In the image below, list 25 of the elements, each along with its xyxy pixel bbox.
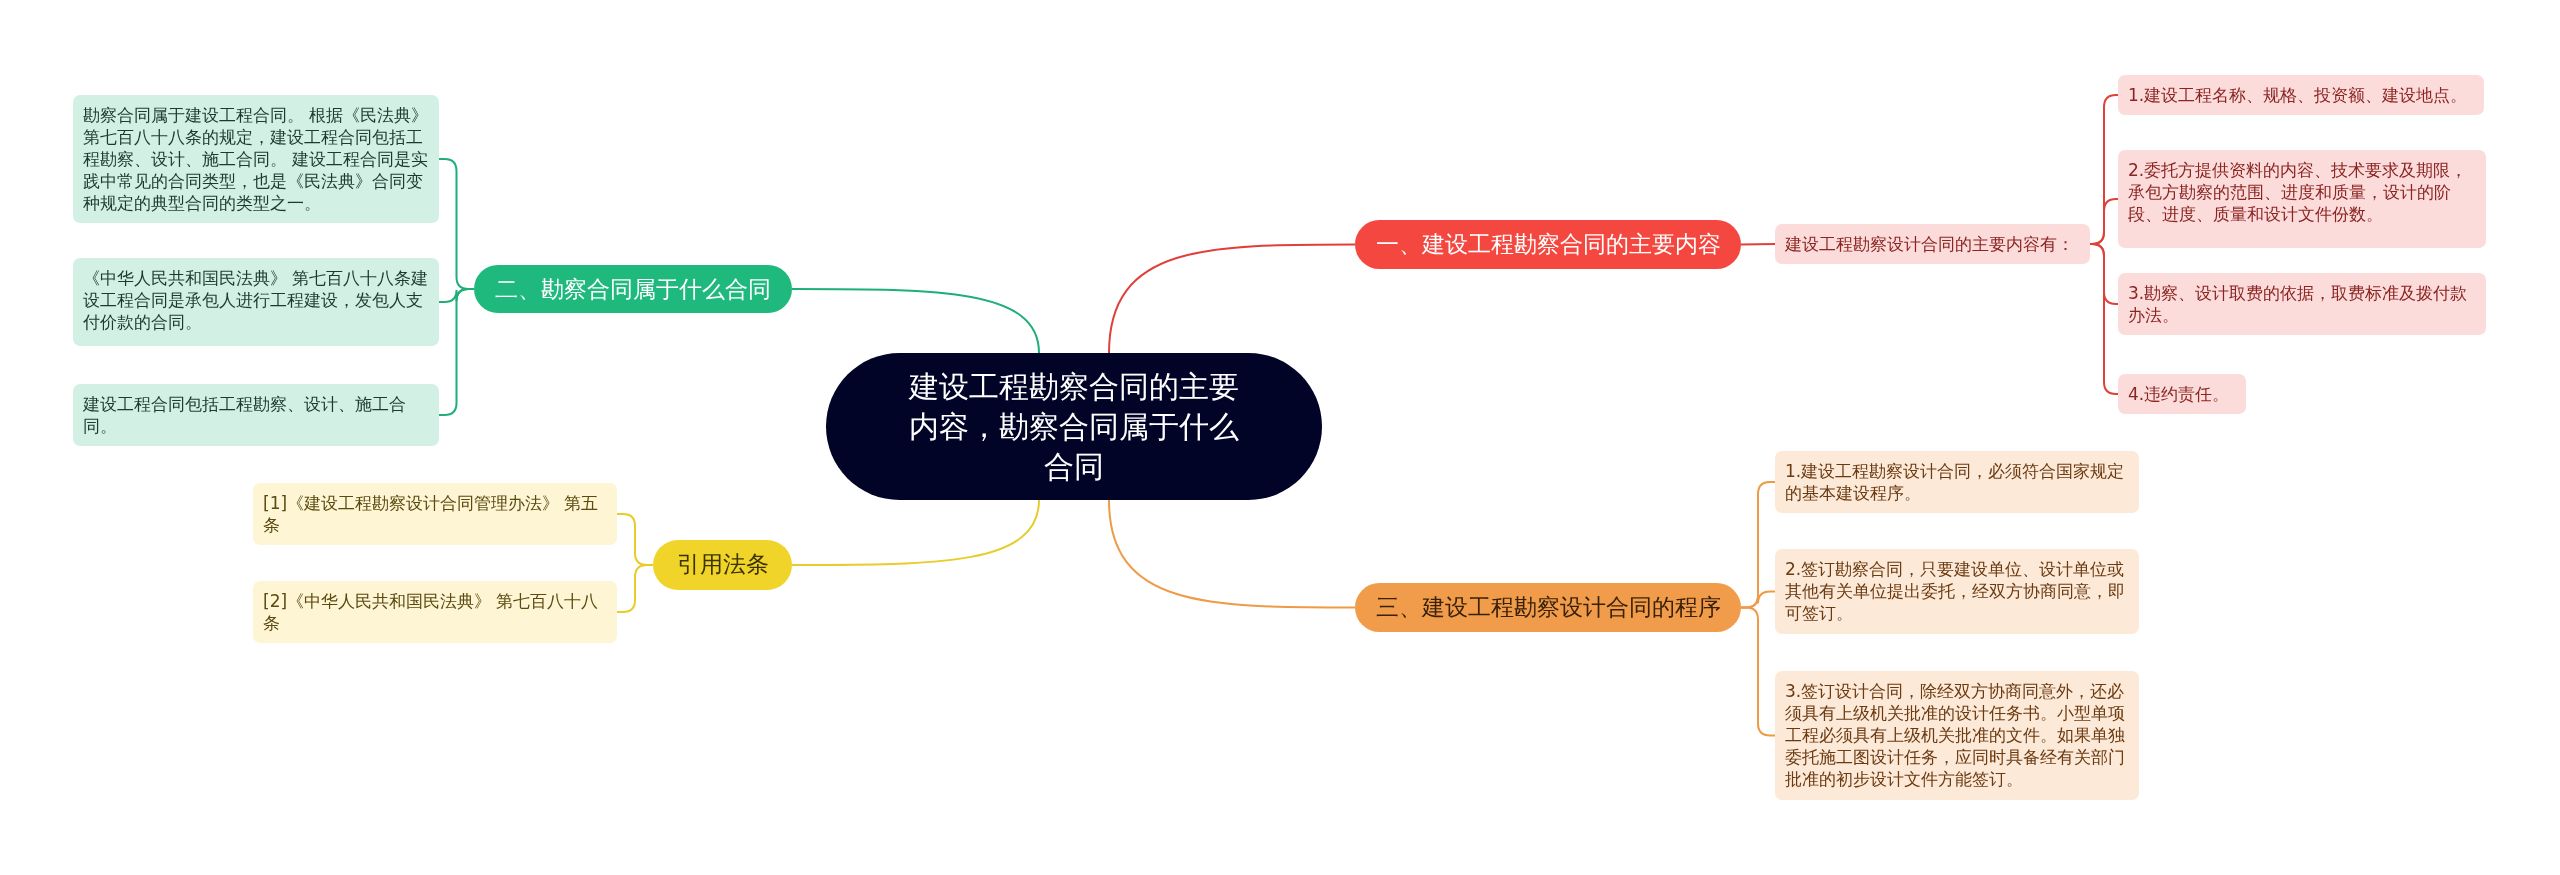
leaf-topic: 建设工程合同包括工程勘察、设计、施工合同。	[73, 384, 439, 446]
connector-line	[1740, 243, 1776, 246]
connector-line	[2089, 243, 2119, 395]
sub-topic: 建设工程勘察设计合同的主要内容有：	[1775, 224, 2090, 264]
leaf-topic: 《中华人民共和国民法典》 第七百八十八条建设工程合同是承包人进行工程建设，发包人支付价款的合同。	[73, 258, 439, 346]
branch-topic: 二、勘察合同属于什么合同	[474, 265, 792, 313]
connector-line	[791, 499, 1040, 566]
leaf-topic: 2.签订勘察合同，只要建设单位、设计单位或其他有关单位提出委托，经双方协商同意，即可签订。	[1775, 549, 2139, 634]
connector-line	[1108, 499, 1356, 609]
leaf-topic: 1.建设工程勘察设计合同，必须符合国家规定的基本建设程序。	[1775, 451, 2139, 513]
connector-line	[616, 564, 654, 613]
connector-line	[1108, 243, 1356, 354]
branch-topic: 一、建设工程勘察合同的主要内容	[1355, 220, 1741, 269]
branch-topic: 引用法条	[653, 540, 792, 590]
leaf-topic: [2]《中华人民共和国民法典》 第七百八十八条	[253, 581, 617, 643]
leaf-topic: [1]《建设工程勘察设计合同管理办法》 第五条	[253, 483, 617, 545]
branch-topic: 三、建设工程勘察设计合同的程序	[1355, 583, 1741, 632]
leaf-topic: 1.建设工程名称、规格、投资额、建设地点。	[2118, 75, 2484, 115]
leaf-topic: 3.勘察、设计取费的依据，取费标准及拨付款办法。	[2118, 273, 2486, 335]
leaf-topic: 3.签订设计合同，除经双方协商同意外，还必须具有上级机关批准的设计任务书。小型单项工程必须具有上级机关批准的文件。如果单独委托施工图设计任务，应同时具备经有关部门批准的初步设计文件方能签订。	[1775, 671, 2139, 800]
leaf-topic: 勘察合同属于建设工程合同。 根据《民法典》第七百八十八条的规定，建设工程合同包括工程勘察、设计、施工合同。 建设工程合同是实践中常见的合同类型，也是《民法典》合同变种规定的典型合同的类型之一。	[73, 95, 439, 223]
leaf-topic: 4.违约责任。	[2118, 374, 2246, 414]
connector-line	[791, 288, 1040, 354]
central-topic: 建设工程勘察合同的主要内容，勘察合同属于什么合同	[826, 353, 1322, 500]
leaf-topic: 2.委托方提供资料的内容、技术要求及期限，承包方勘察的范围、进度和质量，设计的阶段、进度、质量和设计文件份数。	[2118, 150, 2486, 248]
